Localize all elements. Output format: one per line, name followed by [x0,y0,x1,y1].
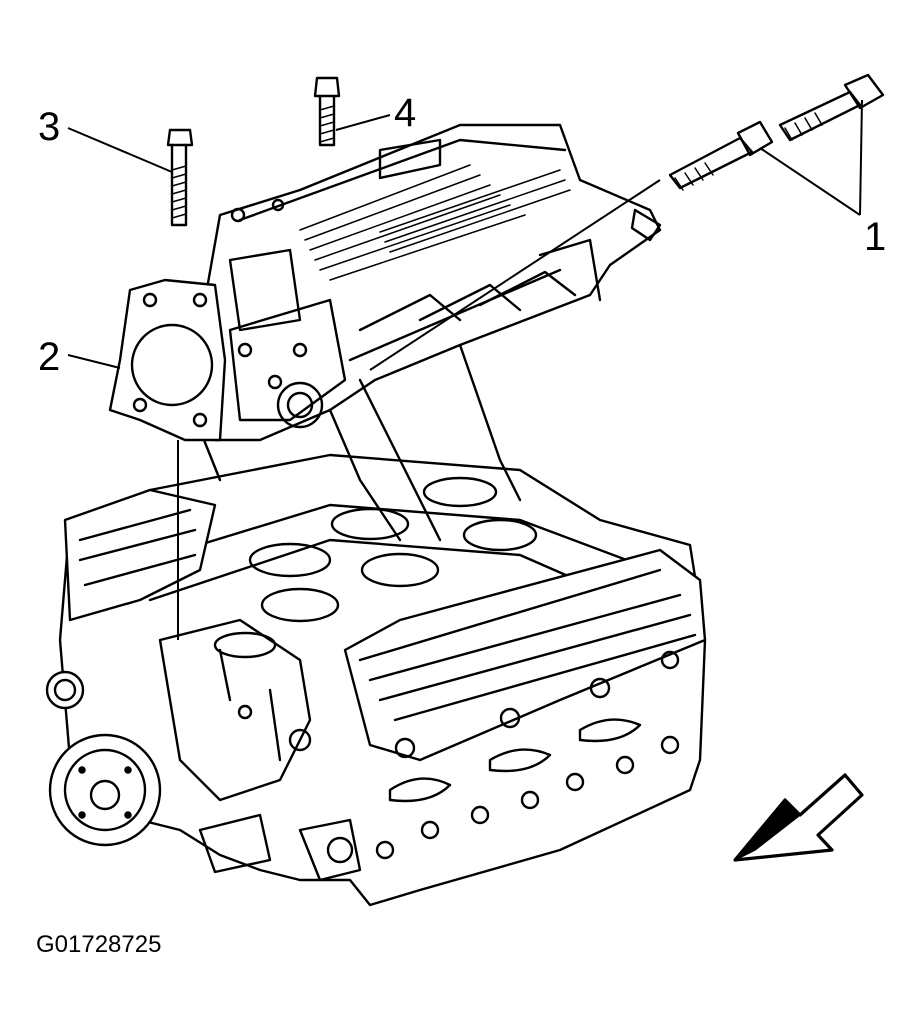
intake-manifold [198,123,662,542]
bolt-1-lower [668,120,774,191]
bolt-4 [313,76,341,147]
callout-2: 2 [38,335,60,379]
bolt-3 [166,128,194,227]
callout-1: 1 [864,215,886,259]
gasket-bracket-part [108,278,227,442]
callout-3: 3 [38,105,60,149]
leader-lines [67,99,863,640]
engine-block [45,453,707,907]
bolt-1-upper [778,73,885,142]
front-direction-arrow-icon [733,773,864,862]
callout-4: 4 [394,91,416,135]
figure-id: G01728725 [36,931,161,958]
